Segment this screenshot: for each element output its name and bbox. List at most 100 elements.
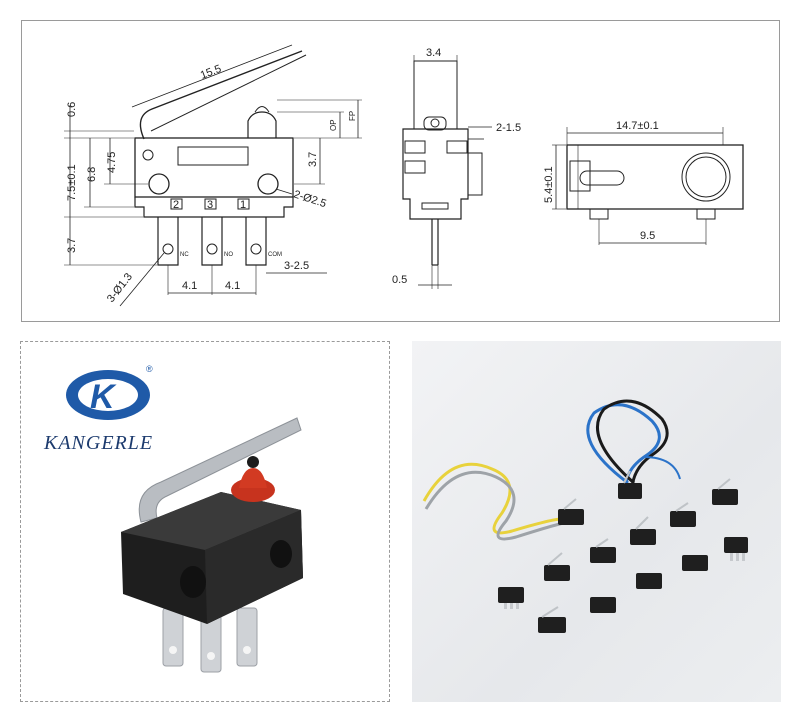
front-pivot-hole (430, 118, 440, 128)
dim-offset-top: 0.6 (66, 102, 78, 117)
product-switch (121, 417, 303, 673)
leader-terminal-hole (119, 252, 165, 307)
switch-levers (541, 470, 731, 618)
product-terminal-3 (236, 607, 258, 667)
lever-outline (139, 50, 303, 140)
product-range-photo (422, 399, 748, 633)
terminal-com (245, 217, 267, 266)
dim-pin-thickness: 0.5 (392, 274, 407, 286)
dim-terminal-hole: 3-Ø1.3 (105, 271, 135, 305)
product-terminal-hole-2 (207, 652, 215, 660)
top-foot-right (696, 208, 716, 220)
pin-f (516, 603, 519, 609)
terminal-no (201, 217, 223, 266)
dim-fp-label: FP (348, 111, 357, 121)
switch-3 (630, 529, 656, 545)
switch-9 (590, 597, 616, 613)
switch-body-outline (134, 137, 294, 198)
pin-box-2 (170, 198, 183, 210)
pin-a (730, 553, 733, 561)
registered-mark: ® (146, 364, 153, 374)
pin-box-3 (204, 198, 217, 210)
switch-5 (544, 565, 570, 581)
switch-base-outline (134, 197, 294, 218)
dim-pitch-right: 4.1 (225, 280, 240, 292)
front-view: 3.4 2-1.5 0.5 (392, 47, 521, 289)
dim-length: 14.7±0.1 (616, 120, 659, 132)
switch-11 (538, 617, 566, 633)
terminal-hole-no (206, 243, 218, 255)
product-actuator (239, 468, 267, 488)
switch-7 (682, 555, 708, 571)
pin-c (742, 553, 745, 561)
front-body-outline (402, 128, 469, 220)
logo-ellipse-inner (78, 379, 138, 411)
dim-width-top: 3.4 (426, 47, 441, 59)
pin-box-1 (237, 198, 250, 210)
front-right-boss (446, 140, 468, 154)
wire-black (595, 399, 669, 492)
dim-height-b: 4.75 (106, 152, 118, 173)
dim-lever-length: 15.5 (199, 63, 223, 82)
switch-wired-2 (618, 483, 642, 499)
product-boss-right (270, 540, 292, 568)
terminal-nc (157, 217, 179, 266)
top-foot-left (589, 208, 609, 220)
dim-hole-spacing: 9.5 (640, 230, 655, 242)
switch-2 (670, 511, 696, 527)
logo-letter: K (90, 378, 117, 416)
dim-terminal-length: 3.7 (66, 238, 78, 253)
lever-b (623, 470, 631, 484)
front-left-boss (404, 140, 426, 154)
product-illustration: K ® (66, 364, 303, 673)
brand-name: KANGERLE (44, 432, 154, 454)
product-terminal-hole-1 (169, 646, 177, 654)
product-body-side (205, 510, 303, 624)
lever-f (595, 538, 609, 548)
lever-h (541, 606, 559, 618)
terminal-label-com: COM (268, 252, 282, 258)
dim-height-a: 6.8 (86, 167, 98, 182)
label-window (177, 146, 249, 166)
pin-b (736, 553, 739, 561)
product-lever (138, 417, 302, 523)
pin-number-2: 2 (173, 199, 179, 211)
wire-yellow (422, 462, 563, 535)
switch-4 (590, 547, 616, 563)
product-boss-left (180, 566, 206, 598)
actuator-button (247, 111, 277, 138)
product-terminal-1 (162, 607, 184, 667)
top-lever-slot (579, 170, 625, 186)
dim-overall-height: 7.5±0.1 (66, 164, 78, 201)
dim-top-width: 5.4±0.1 (543, 166, 555, 203)
terminal-label-nc: NC (180, 252, 189, 258)
product-terminal-hole-3 (243, 646, 251, 654)
lever-c (717, 478, 731, 490)
mount-hole-right (257, 173, 279, 195)
lever-a (563, 498, 577, 510)
dim-mount-hole: 2-Ø2.5 (292, 188, 328, 210)
actuator-tip (254, 106, 270, 113)
dim-slot: 2-1.5 (496, 122, 521, 134)
front-pivot (423, 116, 447, 131)
brand-logo: K ® (66, 364, 153, 420)
front-terminal-slot (421, 202, 449, 210)
top-view: 14.7±0.1 5.4±0.1 9.5 (543, 120, 744, 245)
pin-number-1: 1 (240, 199, 246, 211)
pin-d (504, 603, 507, 609)
terminal-hole-nc (162, 243, 174, 255)
product-body-top (121, 492, 301, 550)
switch-6 (724, 537, 748, 553)
switch-8 (636, 573, 662, 589)
switch-group (498, 483, 748, 633)
technical-drawing: 2 3 1 NC NO COM 15.5 0.6 7.5±0.1 6.8 4.7… (64, 44, 744, 307)
top-actuator-outer (681, 152, 731, 202)
dim-op-label: OP (329, 119, 338, 131)
terminal-hole-com (250, 243, 262, 255)
lever-g (547, 552, 563, 566)
product-range-panel (412, 341, 781, 702)
top-actuator-inner (685, 156, 727, 198)
lever-pivot (142, 149, 154, 161)
lever-d (675, 502, 689, 512)
leader-mount-hole (275, 188, 293, 195)
